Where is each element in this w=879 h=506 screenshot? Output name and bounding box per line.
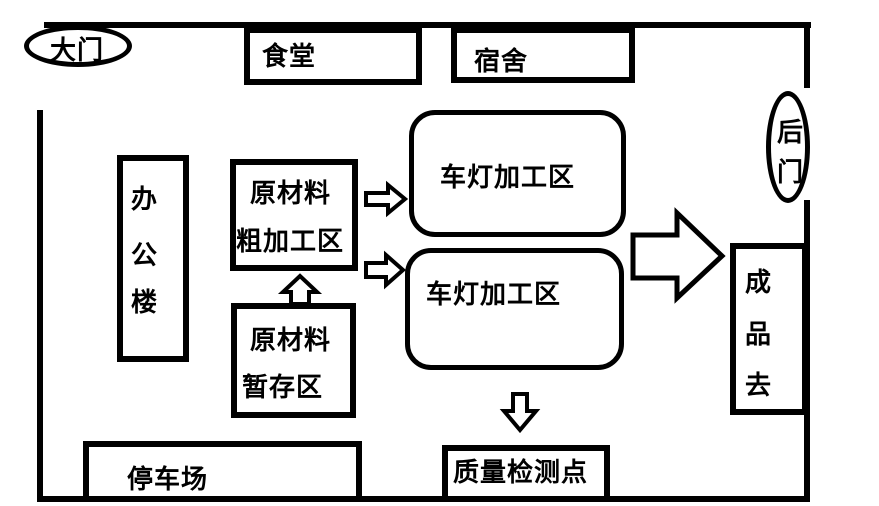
canteen-label: 食堂 xyxy=(262,42,317,72)
office-label-3: 楼 xyxy=(131,288,159,318)
boundary-right-upper xyxy=(804,28,810,88)
headlight-processing-1-label: 车灯加工区 xyxy=(440,163,576,193)
raw-material-rough-processing xyxy=(230,159,358,271)
headlight-processing-2-label: 车灯加工区 xyxy=(426,280,562,310)
rough-processing-label-1: 原材料 xyxy=(250,179,332,209)
parking-lot xyxy=(83,441,362,502)
quality-inspection-point xyxy=(442,445,610,502)
office-label-1: 办 xyxy=(131,185,159,215)
quality-inspection-label: 质量检测点 xyxy=(453,458,589,488)
back-gate-label-1: 后 xyxy=(777,118,805,148)
arrow-down-icon xyxy=(499,392,541,434)
finished-label-3: 去 xyxy=(745,371,773,401)
arrow-right-icon xyxy=(364,250,407,290)
headlight-processing-area-1 xyxy=(409,110,626,237)
headlight-processing-area-2 xyxy=(405,248,624,370)
boundary-left xyxy=(37,110,43,502)
storage-label-2: 暂存区 xyxy=(242,373,324,403)
dormitory-label: 宿舍 xyxy=(474,47,529,77)
arrow-up-icon xyxy=(277,273,323,306)
back-gate-label-2: 门 xyxy=(777,158,805,188)
storage-label-1: 原材料 xyxy=(250,326,332,356)
dormitory xyxy=(451,27,635,83)
finished-label-1: 成 xyxy=(745,268,773,298)
rough-processing-label-2: 粗加工区 xyxy=(236,227,345,257)
raw-material-storage xyxy=(231,303,356,418)
boundary-top xyxy=(44,22,811,28)
parking-lot-label: 停车场 xyxy=(127,465,209,495)
main-gate xyxy=(24,25,132,67)
office-building xyxy=(117,155,189,362)
arrow-right-large-icon xyxy=(630,207,726,304)
finished-products xyxy=(730,243,808,415)
boundary-bottom xyxy=(37,496,810,502)
office-label-2: 公 xyxy=(131,241,159,271)
finished-label-2: 品 xyxy=(745,320,773,350)
canteen xyxy=(244,27,422,85)
back-gate xyxy=(766,91,810,203)
arrow-right-icon xyxy=(364,180,409,218)
main-gate-label: 大门 xyxy=(50,36,105,66)
